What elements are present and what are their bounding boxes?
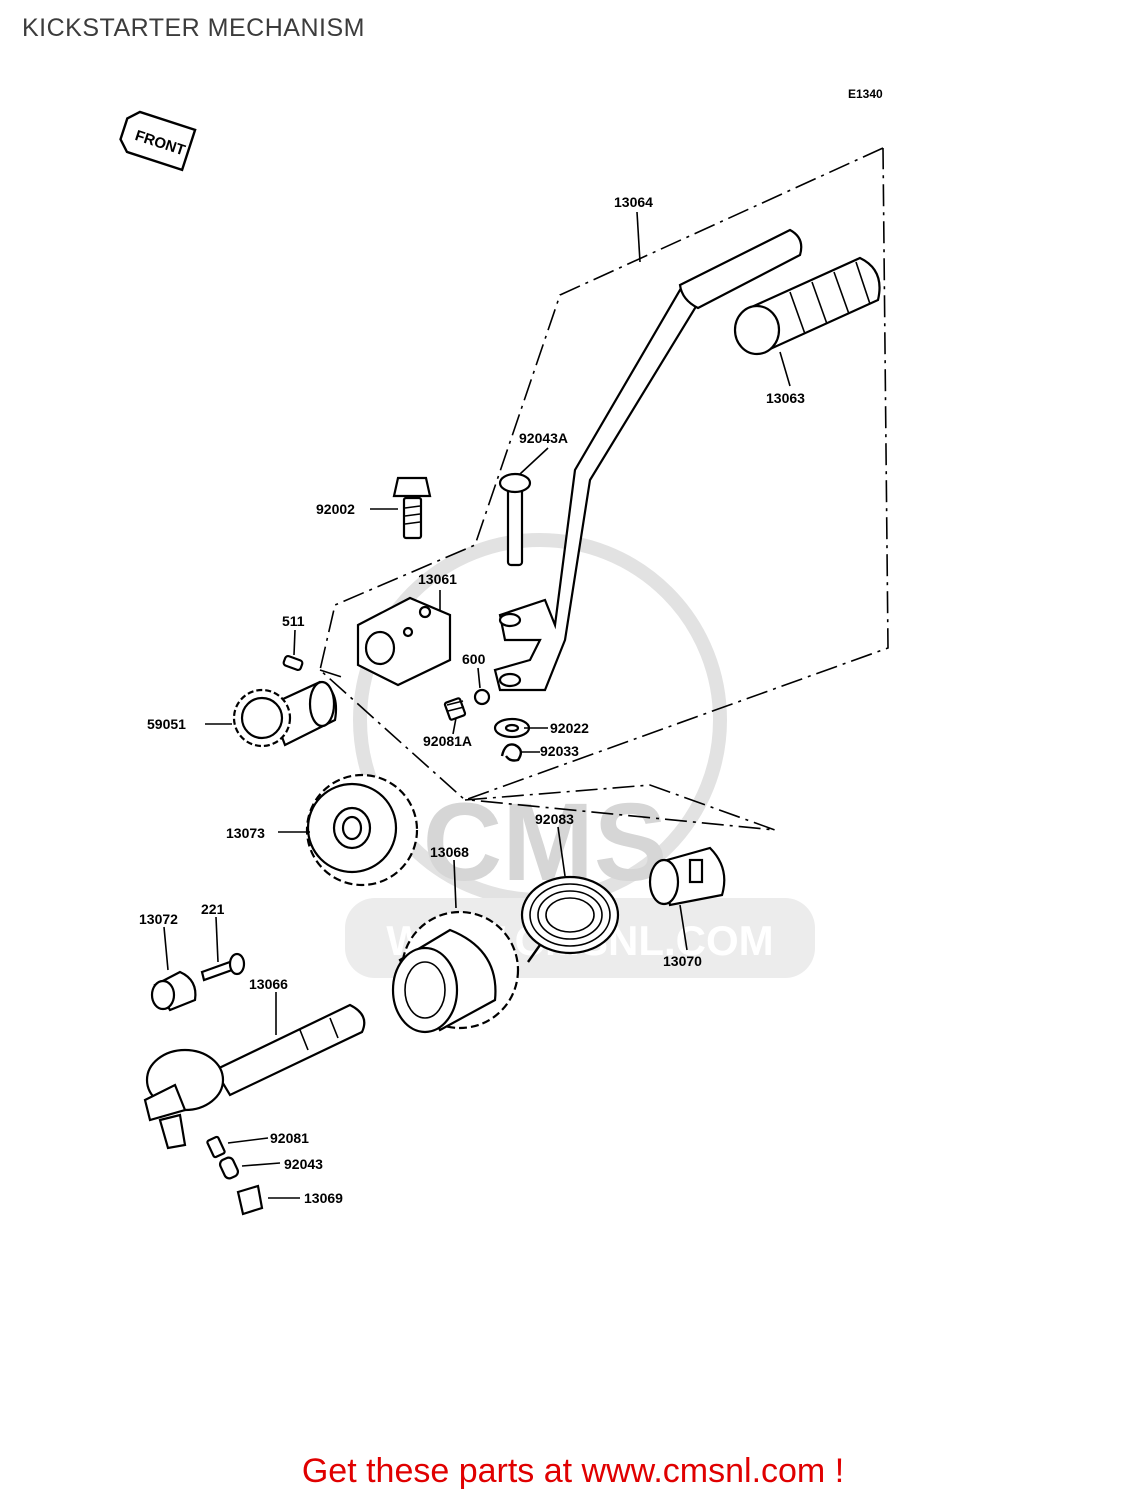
label-13070: 13070	[663, 953, 702, 969]
bolt	[392, 476, 432, 540]
washer	[493, 717, 531, 739]
label-92022: 92022	[550, 720, 589, 736]
label-13063: 13063	[766, 390, 805, 406]
ball	[473, 688, 491, 706]
label-92033: 92033	[540, 743, 579, 759]
torsion-spring	[520, 875, 620, 963]
promo-link[interactable]: Get these parts at www.cmsnl.com !	[301, 1452, 845, 1490]
exploded-parts-diagram: CMS WWW.CMSNL.COM E1340 FRONT	[119, 87, 889, 1216]
label-13064: 13064	[614, 194, 653, 210]
label-13061: 13061	[418, 571, 457, 587]
front-arrow-icon: FRONT	[119, 110, 197, 172]
label-92083: 92083	[535, 811, 574, 827]
kick-lever	[493, 228, 803, 692]
sprocket-gear	[232, 680, 338, 748]
lever-clamp	[356, 596, 452, 687]
shaft-spring	[206, 1135, 226, 1159]
label-13066: 13066	[249, 976, 288, 992]
part-labels: 13064 13063 92043A 92002 13061 511 600 5…	[139, 194, 805, 1206]
key	[282, 654, 304, 672]
ratchet-gear	[391, 910, 520, 1034]
idle-gear	[305, 773, 419, 887]
label-92081: 92081	[270, 1130, 309, 1146]
label-13069: 13069	[304, 1190, 343, 1206]
footpeg-rubber	[733, 256, 881, 356]
collar	[150, 970, 197, 1012]
label-92081A: 92081A	[423, 733, 472, 749]
label-600: 600	[462, 651, 486, 667]
assembly-boundary	[319, 147, 889, 831]
label-92002: 92002	[316, 501, 355, 517]
label-92043A: 92043A	[519, 430, 568, 446]
leader-lines	[163, 211, 791, 1199]
label-13073: 13073	[226, 825, 265, 841]
label-221: 221	[201, 901, 225, 917]
diagram-code: E1340	[848, 87, 883, 101]
ratchet-plate	[236, 1184, 264, 1216]
small-spring	[443, 697, 467, 721]
kick-shaft	[143, 1003, 366, 1150]
label-59051: 59051	[147, 716, 186, 732]
label-13072: 13072	[139, 911, 178, 927]
label-92043: 92043	[284, 1156, 323, 1172]
pivot-pin	[498, 472, 532, 567]
kick-guide	[648, 846, 726, 907]
shaft-pin	[218, 1156, 240, 1180]
circlip	[500, 743, 523, 762]
page-title: KICKSTARTER MECHANISM	[22, 14, 365, 42]
label-511: 511	[282, 613, 305, 629]
front-label: FRONT	[133, 127, 187, 159]
screw	[200, 952, 246, 982]
label-13068: 13068	[430, 844, 469, 860]
